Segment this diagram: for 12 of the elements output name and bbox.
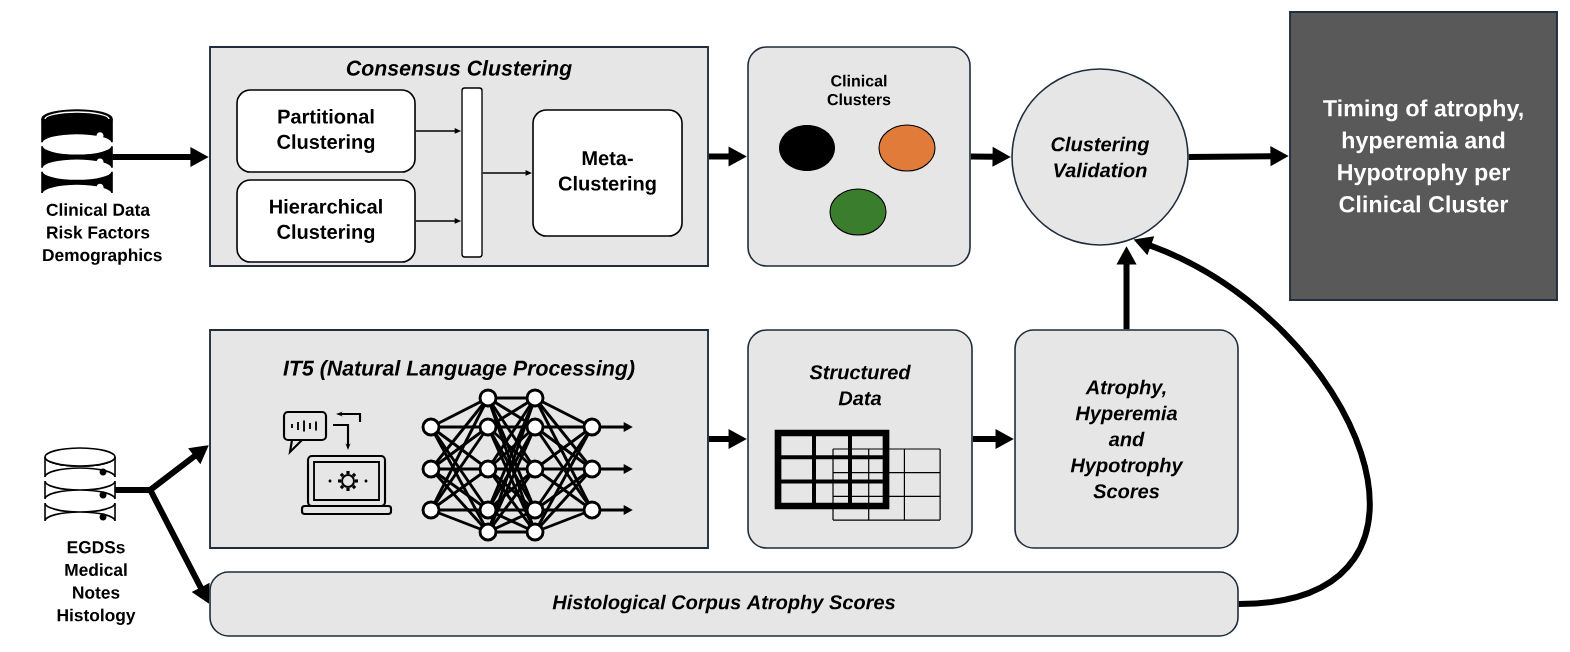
process-box: Atrophy, Hyperemia and Hypotrophy Scores	[1014, 329, 1239, 549]
source-label: Clinical Data Risk Factors Demographics	[43, 203, 162, 265]
process-box: Hierarchical Clustering	[236, 179, 416, 263]
process-band: Histological Corpus Atrophy Scores	[209, 571, 1239, 637]
database-icon	[44, 447, 116, 522]
process-box: Structured Data	[747, 329, 973, 549]
process-box: Meta-Clustering	[532, 109, 683, 237]
combiner-bar	[461, 87, 483, 258]
process-box: Partitional Clustering	[236, 89, 416, 173]
database-icon	[41, 109, 113, 194]
output-box: Timing of atrophy, hyperemia and Hypotrophy per Clinical Cluster	[1289, 11, 1558, 301]
source-label: EGDSs Medical Notes Histology	[57, 541, 136, 625]
